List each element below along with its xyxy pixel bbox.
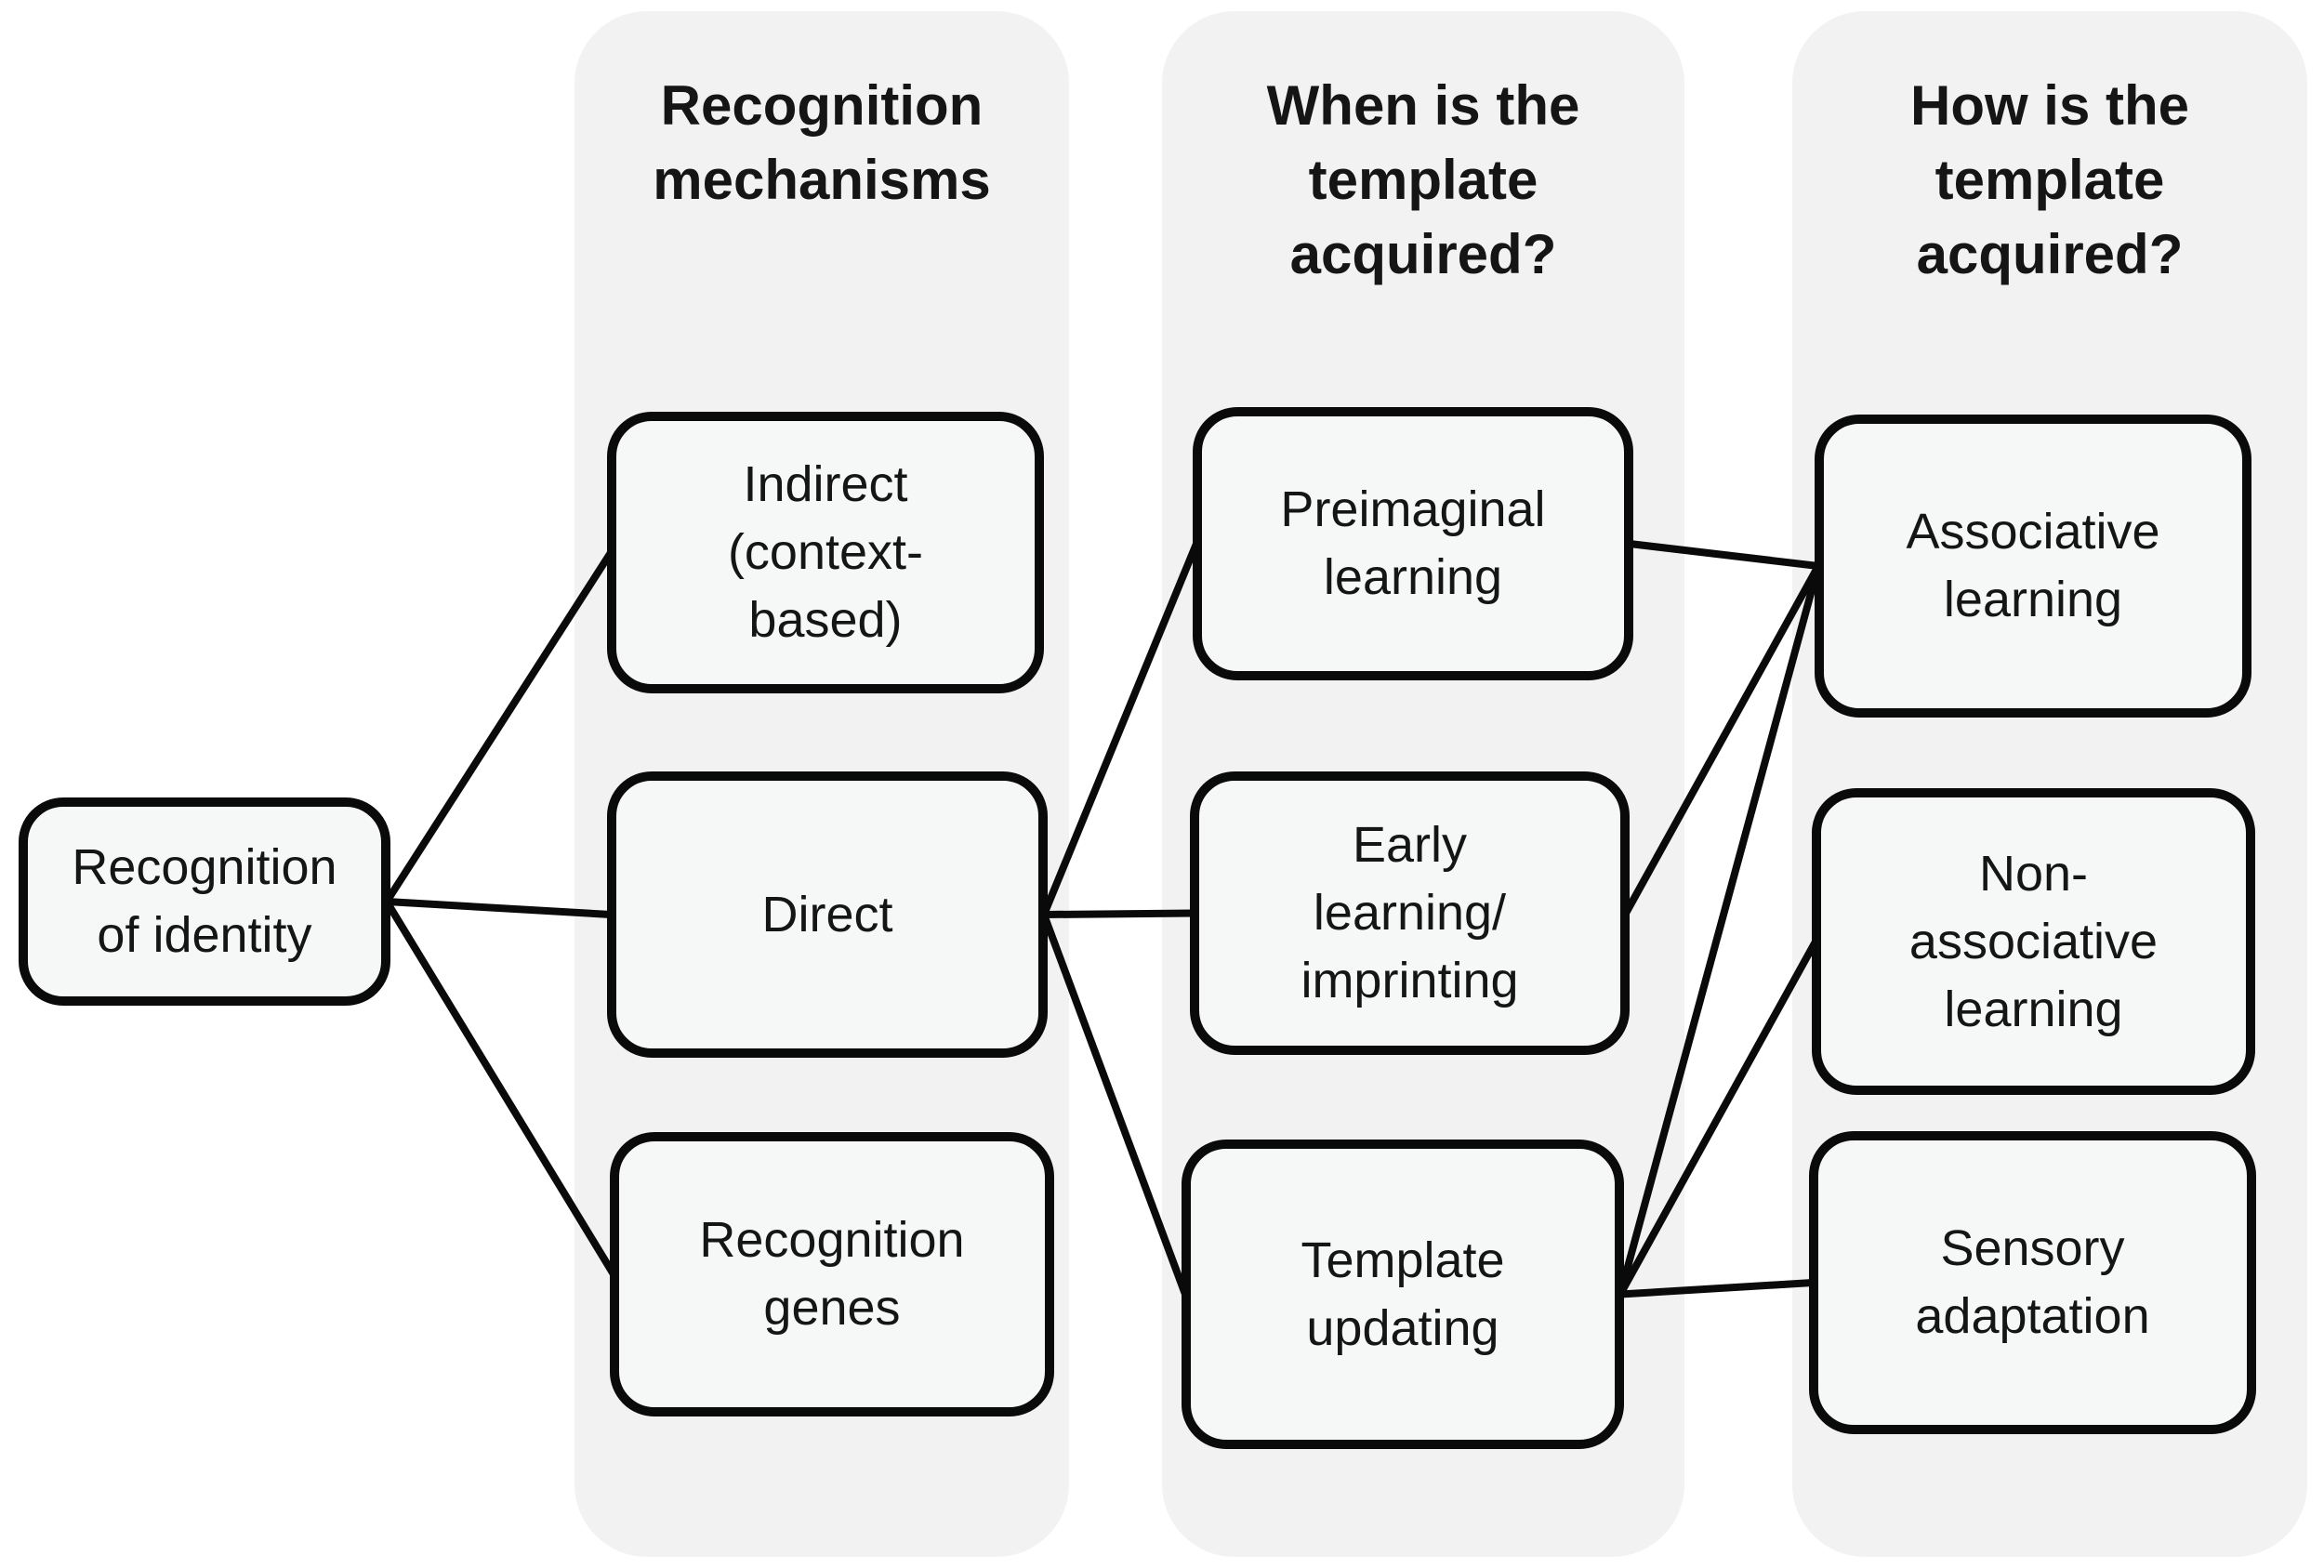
node-label: Recognition genes: [699, 1212, 965, 1336]
node-indirect-context-based: Indirect (context- based): [607, 412, 1044, 693]
connector-line: [1040, 913, 1189, 1296]
node-sensory-adaptation: Sensory adaptation: [1809, 1131, 2256, 1434]
node-non-associative-learning: Non- associative learning: [1812, 788, 2255, 1095]
connector-line: [1622, 564, 1822, 916]
connector-line: [1617, 940, 1819, 1297]
connector-line: [1619, 1279, 1814, 1298]
connector-line: [1617, 564, 1822, 1296]
node-label: Preimaginal learning: [1280, 481, 1546, 605]
column-header-when-template-acquired: When is the template acquired?: [1266, 74, 1580, 285]
node-label: Associative learning: [1906, 504, 2160, 627]
column-header-recognition-mechanisms: Recognition mechanisms: [653, 74, 991, 211]
node-label: Sensory adaptation: [1915, 1220, 2150, 1344]
node-label: Early learning/ imprinting: [1301, 817, 1519, 1008]
node-recognition-genes: Recognition genes: [610, 1132, 1054, 1416]
node-preimaginal-learning: Preimaginal learning: [1193, 407, 1633, 680]
node-label: Non- associative learning: [1908, 845, 2159, 1037]
node-early-learning-imprinting: Early learning/ imprinting: [1190, 771, 1630, 1055]
connector-line: [1043, 909, 1195, 918]
node-direct: Direct: [607, 771, 1048, 1058]
node-label: Direct: [761, 886, 893, 942]
connector-line: [1629, 540, 1819, 570]
node-recognition-of-identity: Recognition of identity: [19, 797, 390, 1006]
connector-line: [383, 550, 614, 904]
node-template-updating: Template updating: [1182, 1140, 1624, 1449]
node-label: Template updating: [1301, 1232, 1505, 1356]
node-associative-learning: Associative learning: [1815, 415, 2251, 718]
node-label: Recognition of identity: [72, 839, 337, 963]
node-label: Indirect (context- based): [727, 456, 924, 648]
column-header-how-template-acquired: How is the template acquired?: [1909, 74, 2190, 285]
connector-line: [386, 898, 612, 918]
connector-line: [383, 899, 617, 1277]
connector-line: [1040, 542, 1200, 916]
